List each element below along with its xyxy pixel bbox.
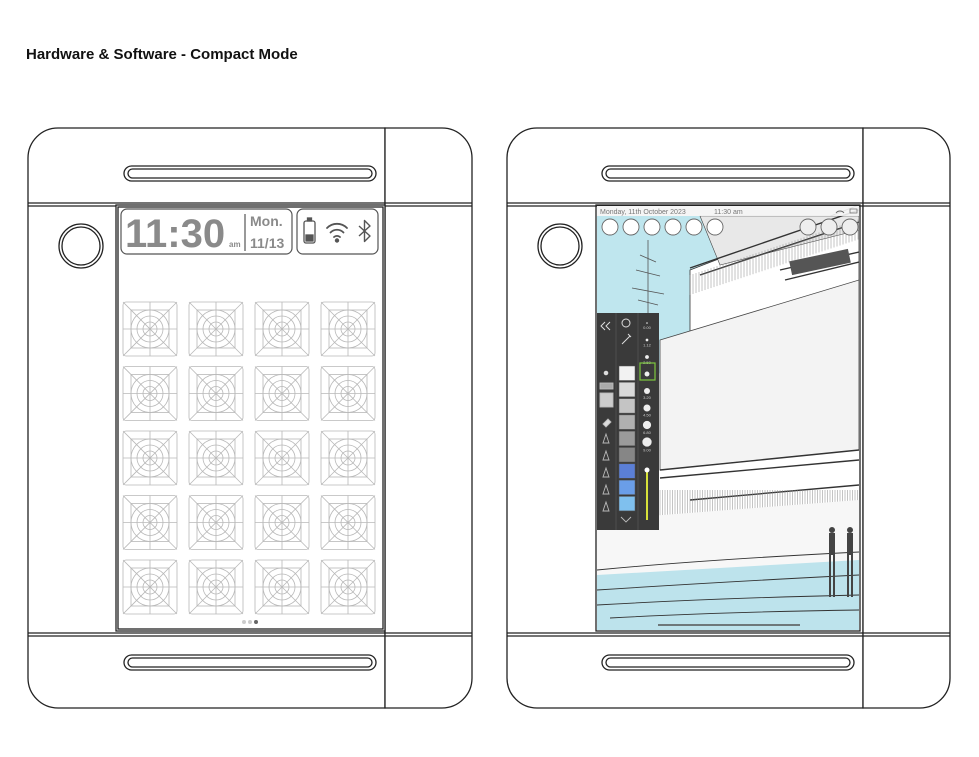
wifi-icon [326, 222, 348, 243]
app-icon-placeholder[interactable] [320, 559, 376, 615]
color-swatch[interactable] [618, 398, 636, 414]
screen [115, 204, 386, 632]
battery-icon [303, 217, 316, 244]
top-slot [123, 165, 377, 182]
brush-size-dot[interactable] [644, 371, 650, 377]
sketch-canvas [597, 206, 859, 630]
crop-icon[interactable] [706, 218, 724, 236]
brush-size-label: 6.80 [643, 430, 652, 435]
clock-ampm: am [229, 240, 241, 249]
settings-icon[interactable] [799, 218, 817, 236]
page-title: Hardware & Software - Compact Mode [26, 46, 298, 63]
app-icon-placeholder[interactable] [254, 430, 310, 486]
tree-sketch [631, 240, 665, 315]
mail-icon[interactable] [820, 218, 838, 236]
app-icon-placeholder[interactable] [188, 430, 244, 486]
selected-size-box [639, 362, 656, 381]
top-slot [601, 165, 855, 182]
app-icon-placeholder[interactable] [254, 301, 310, 357]
clock-time: 11:30 [125, 212, 225, 256]
brush-size-label: 0.00 [643, 325, 652, 330]
color-swatch[interactable] [618, 496, 636, 512]
color-swatch[interactable] [618, 479, 636, 495]
color-swatch[interactable] [618, 447, 636, 463]
page-dot-active [254, 620, 258, 624]
wrench-icon[interactable] [664, 218, 682, 236]
app-icon-placeholder[interactable] [320, 495, 376, 550]
brush-tools [599, 382, 632, 523]
brush-size-label: 3.20 [643, 395, 652, 400]
page-dot [248, 620, 252, 624]
status-icons [835, 208, 858, 214]
brush-size-dot[interactable] [644, 388, 650, 394]
brush-size-dot[interactable] [642, 437, 652, 447]
brush-icon[interactable] [685, 218, 703, 236]
bluetooth-icon [358, 219, 371, 243]
color-swatches [618, 365, 636, 512]
page-indicator [242, 620, 258, 624]
brush-size-label: 2.50 [643, 360, 652, 365]
color-swatch[interactable] [618, 430, 636, 446]
color-swatch[interactable] [618, 463, 636, 479]
color-swatch[interactable] [618, 414, 636, 430]
color-swatch[interactable] [618, 365, 636, 381]
app-icon-placeholder[interactable] [122, 366, 178, 421]
brush-size-dot[interactable] [645, 338, 649, 342]
bottom-slot [123, 654, 377, 671]
app-icon-placeholder[interactable] [254, 495, 310, 550]
page-dot [242, 620, 246, 624]
clock-day: Mon. [250, 213, 283, 229]
app-icon-placeholder[interactable] [188, 559, 244, 615]
app-icon-placeholder[interactable] [320, 301, 376, 357]
gallery-icon[interactable] [601, 218, 619, 236]
share-icon[interactable] [841, 218, 859, 236]
app-icon-placeholder[interactable] [122, 301, 178, 357]
app-icon-placeholder[interactable] [122, 559, 178, 615]
brush-size-label: 1.12 [643, 342, 652, 347]
app-icon-grid [122, 301, 376, 615]
app-icon-placeholder[interactable] [122, 495, 178, 550]
app-icon-placeholder[interactable] [188, 301, 244, 357]
clock-widget [120, 208, 379, 255]
status-time: 11:30 am [714, 209, 743, 216]
app-icon-placeholder[interactable] [188, 366, 244, 421]
app-icon-placeholder[interactable] [320, 430, 376, 486]
app-icon-placeholder[interactable] [122, 430, 178, 486]
layers-icon[interactable] [622, 218, 640, 236]
brush-size-label: 4.50 [643, 413, 652, 418]
people-figures [829, 527, 853, 597]
clock-date: 11/13 [250, 235, 284, 251]
help-icon[interactable] [643, 218, 661, 236]
app-icon-placeholder[interactable] [254, 559, 310, 615]
tool-panel: 0.00 1.12 2.50 3.20 4.50 6.80 9.00 [597, 313, 659, 530]
app-icon-placeholder[interactable] [254, 366, 310, 421]
app-icon-placeholder[interactable] [188, 495, 244, 550]
home-button [58, 223, 104, 269]
app-icon-placeholder[interactable] [320, 366, 376, 421]
status-widget [296, 208, 379, 255]
tool-icons [600, 318, 632, 376]
color-swatch[interactable] [618, 382, 636, 398]
home-button [537, 223, 583, 269]
brush-size-dot[interactable] [642, 420, 652, 430]
status-date: Monday, 11th October 2023 [600, 209, 686, 216]
bottom-slot [601, 654, 855, 671]
brush-size-dot[interactable] [645, 355, 649, 359]
brush-size-dot[interactable] [646, 322, 648, 324]
sketch-toolbar [601, 218, 859, 236]
brush-size-label: 9.00 [643, 448, 652, 453]
brush-size-list: 0.00 1.12 2.50 3.20 4.50 6.80 9.00 [642, 322, 652, 453]
brush-size-dot[interactable] [643, 404, 651, 412]
